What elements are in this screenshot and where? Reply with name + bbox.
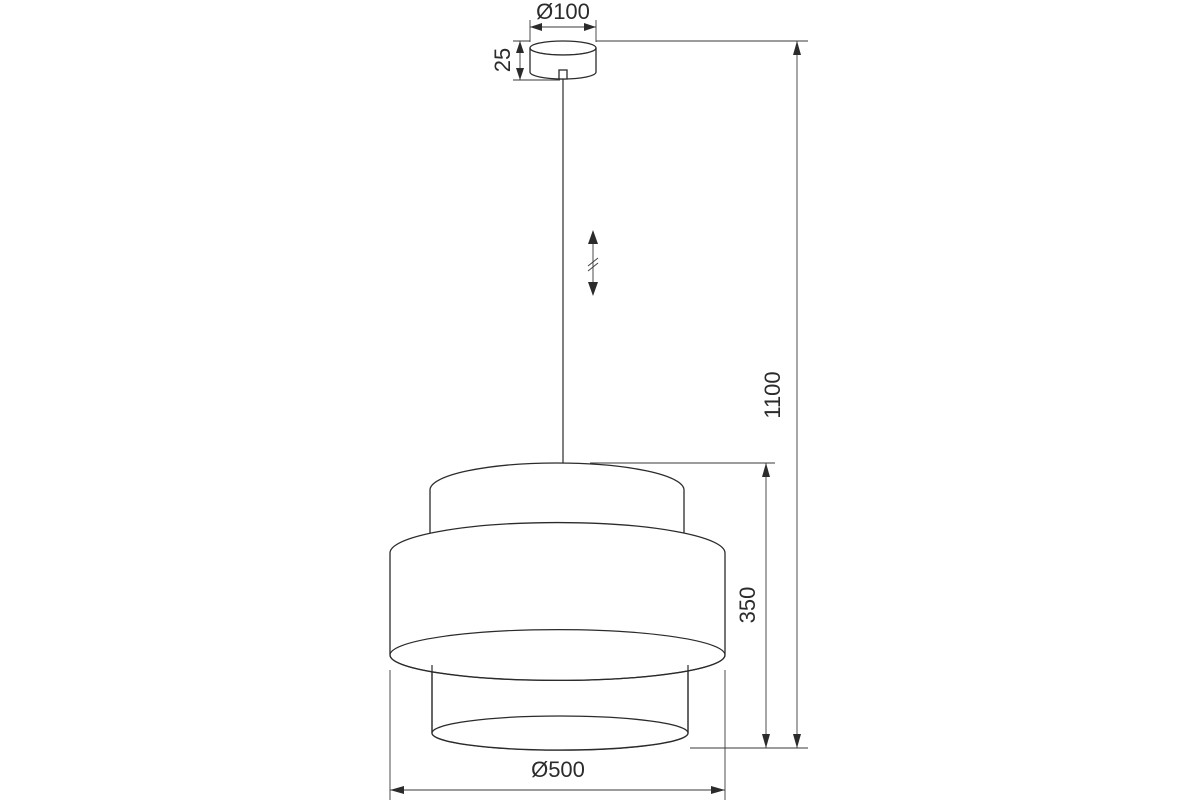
shade-height-dimension: 350 xyxy=(590,462,775,748)
shade-height-label: 350 xyxy=(735,587,760,624)
adjustable-length-symbol xyxy=(587,230,599,296)
overall-height-dimension: 1100 xyxy=(596,40,808,749)
lamp-shade xyxy=(389,462,726,751)
overall-height-label: 1100 xyxy=(760,371,785,418)
shade-diameter-label: Ø500 xyxy=(531,757,585,782)
canopy-diameter-label: Ø100 xyxy=(536,0,590,24)
canopy-height-dimension: 25 xyxy=(490,40,560,81)
ceiling-canopy xyxy=(529,40,597,80)
shade-diameter-dimension: Ø500 xyxy=(389,670,726,800)
canopy-height-label: 25 xyxy=(490,48,515,72)
canopy-diameter-dimension: Ø100 xyxy=(529,0,597,42)
